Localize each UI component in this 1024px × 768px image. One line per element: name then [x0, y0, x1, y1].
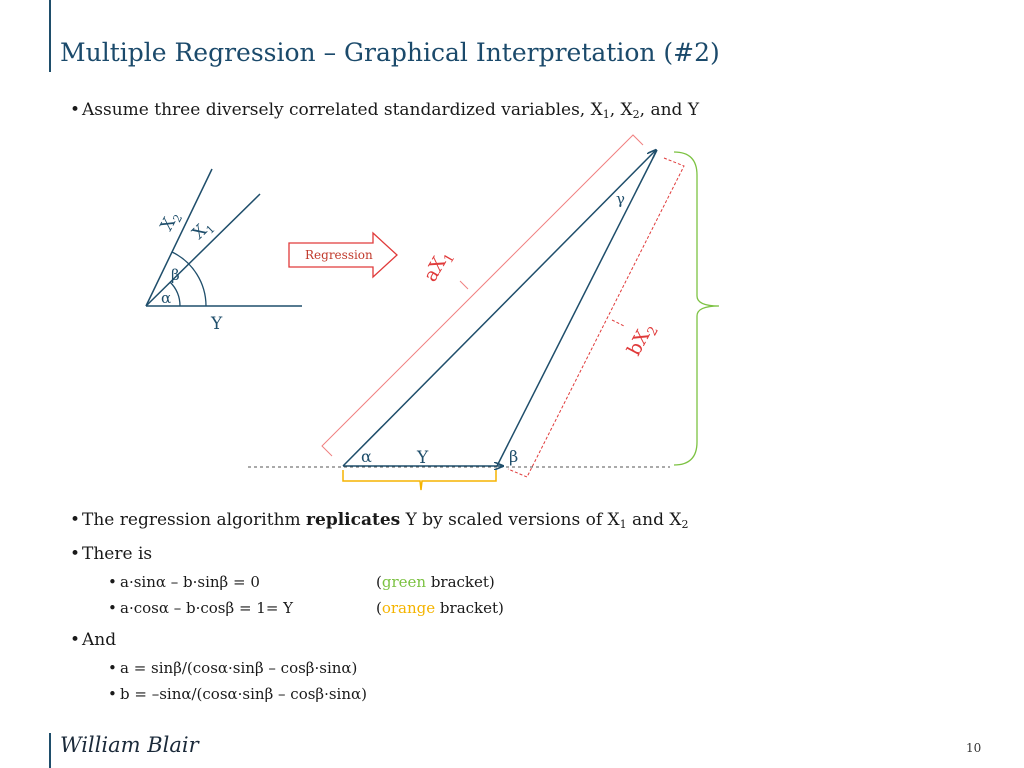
- equation-b: b = –sinα/(cosα·sinβ – cosβ·sinα): [108, 685, 367, 703]
- green-bracket-note: (green bracket): [376, 573, 495, 591]
- ax1-bracket-tick: [459, 280, 469, 290]
- regression-arrow-label: Regression: [305, 248, 373, 262]
- slide-title: Multiple Regression – Graphical Interpre…: [60, 38, 720, 67]
- regression-arrow: Regression: [288, 231, 398, 279]
- bx2-vector: [496, 149, 658, 467]
- x2-vector-line: [145, 168, 213, 307]
- left-vector-diagram: X2 X1 β α Y: [145, 168, 302, 334]
- ax1-label: aX1: [419, 246, 458, 288]
- bx2-label: bX2: [623, 319, 662, 361]
- alpha-label-right: α: [361, 447, 372, 466]
- intro-bullet: Assume three diversely correlated standa…: [70, 100, 699, 120]
- bx2-bracket: [507, 157, 685, 478]
- ax1-bracket: [321, 134, 644, 457]
- green-bracket: [673, 151, 720, 466]
- orange-bracket: [342, 470, 497, 491]
- top-accent-bar: [49, 0, 51, 72]
- beta-label: β: [171, 266, 180, 284]
- ax1-vector: [342, 150, 656, 467]
- alpha-arc: [169, 281, 181, 307]
- equation-sin: a·sinα – b·sinβ = 0: [108, 573, 260, 591]
- replicates-bullet: The regression algorithm replicates Y by…: [70, 510, 689, 530]
- x2-label: X2: [157, 208, 185, 235]
- and-bullet: And: [70, 630, 116, 650]
- equation-a: a = sinβ/(cosα·sinβ – cosβ·sinα): [108, 659, 357, 677]
- regression-arrow-shape: [288, 231, 398, 279]
- beta-label-right: β: [509, 447, 518, 466]
- alpha-label: α: [161, 289, 171, 307]
- page-number: 10: [966, 741, 982, 755]
- beta-arc: [171, 251, 207, 307]
- bottom-accent-bar: [49, 733, 51, 768]
- y-label: Y: [210, 314, 223, 334]
- x1-vector-line: [145, 193, 261, 307]
- gamma-label: γ: [616, 190, 625, 208]
- equation-cos: a·cosα – b·cosβ = 1= Y: [108, 599, 293, 617]
- orange-bracket-note: (orange bracket): [376, 599, 504, 617]
- there-is-bullet: There is: [70, 544, 152, 564]
- company-logo: William Blair: [60, 733, 199, 757]
- y-label-right: Y: [416, 448, 429, 468]
- bx2-bracket-tick: [611, 319, 625, 327]
